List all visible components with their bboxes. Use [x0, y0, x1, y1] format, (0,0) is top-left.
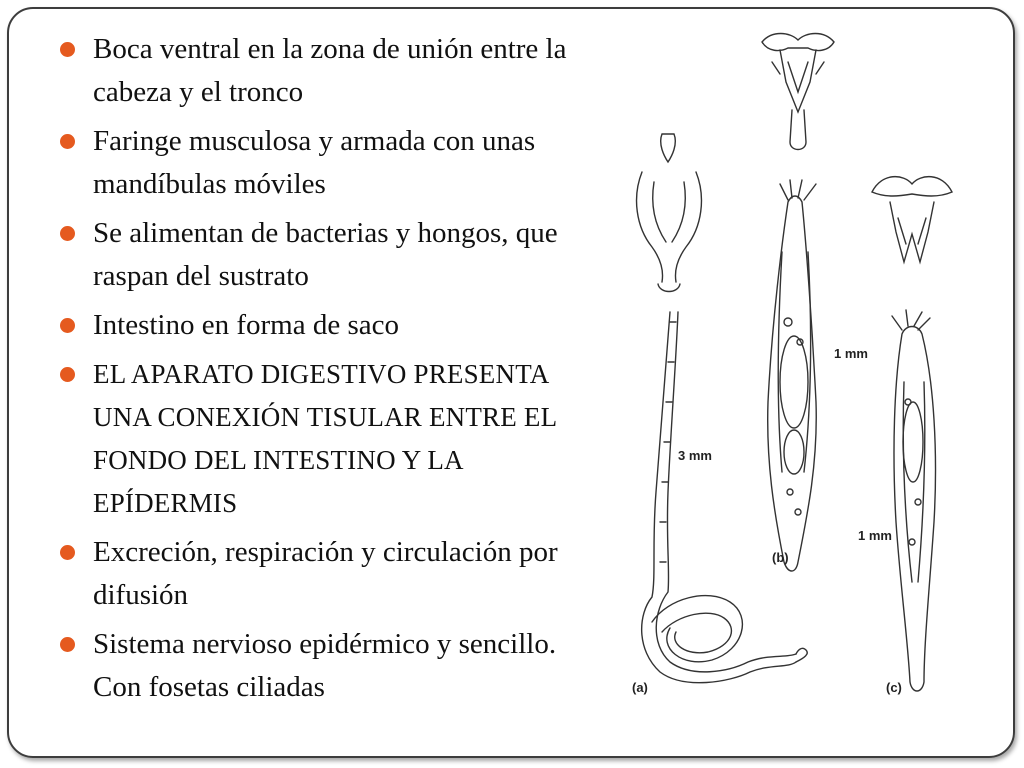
- bullet-item: Sistema nervioso epidérmico y sencillo. …: [58, 623, 598, 709]
- scale-label-a: 3 mm: [678, 448, 712, 463]
- bullet-text: EL APARATO DIGESTIVO PRESENTA UNA CONEXI…: [93, 359, 557, 518]
- worm-b: [767, 179, 817, 572]
- worm-a: [641, 311, 808, 684]
- worm-anatomy-figure: 1 mm 3 mm 1 mm (b) (a) (c): [612, 22, 992, 722]
- panel-label-b: (b): [772, 550, 789, 565]
- scale-label-b: 1 mm: [834, 346, 868, 361]
- bullet-dot-icon: [60, 545, 75, 560]
- bullet-text: Intestino en forma de saco: [93, 309, 400, 341]
- bullet-text: Boca ventral en la zona de unión entre l…: [93, 33, 567, 108]
- jaw-apparatus-right: [871, 176, 953, 265]
- bullet-item: Se alimentan de bacterias y hongos, que …: [58, 212, 598, 298]
- bullet-dot-icon: [60, 318, 75, 333]
- bullet-item: EL APARATO DIGESTIVO PRESENTA UNA CONEXI…: [58, 353, 598, 525]
- bullet-dot-icon: [60, 637, 75, 652]
- bullet-item: Excreción, respiración y circulación por…: [58, 531, 598, 617]
- worm-illustration: 1 mm 3 mm 1 mm (b) (a) (c): [632, 32, 953, 695]
- bullet-text: Faringe musculosa y armada con unas mand…: [93, 125, 536, 200]
- worm-c: [891, 309, 937, 692]
- slide-frame: [7, 7, 1015, 758]
- bullet-text: Se alimentan de bacterias y hongos, que …: [93, 217, 558, 292]
- panel-label-a: (a): [632, 680, 648, 695]
- bullet-dot-icon: [60, 42, 75, 57]
- pharynx-left: [635, 133, 703, 293]
- panel-label-c: (c): [886, 680, 902, 695]
- jaw-apparatus-top: [761, 32, 835, 151]
- bullet-item: Boca ventral en la zona de unión entre l…: [58, 28, 598, 114]
- bullet-text: Sistema nervioso epidérmico y sencillo. …: [93, 628, 557, 703]
- bullet-dot-icon: [60, 226, 75, 241]
- bullet-dot-icon: [60, 367, 75, 382]
- bullet-list: Boca ventral en la zona de unión entre l…: [58, 28, 598, 715]
- bullet-text: Excreción, respiración y circulación por…: [93, 536, 558, 611]
- bullet-item: Intestino en forma de saco: [58, 304, 598, 347]
- scale-label-c: 1 mm: [858, 528, 892, 543]
- bullet-dot-icon: [60, 134, 75, 149]
- bullet-item: Faringe musculosa y armada con unas mand…: [58, 120, 598, 206]
